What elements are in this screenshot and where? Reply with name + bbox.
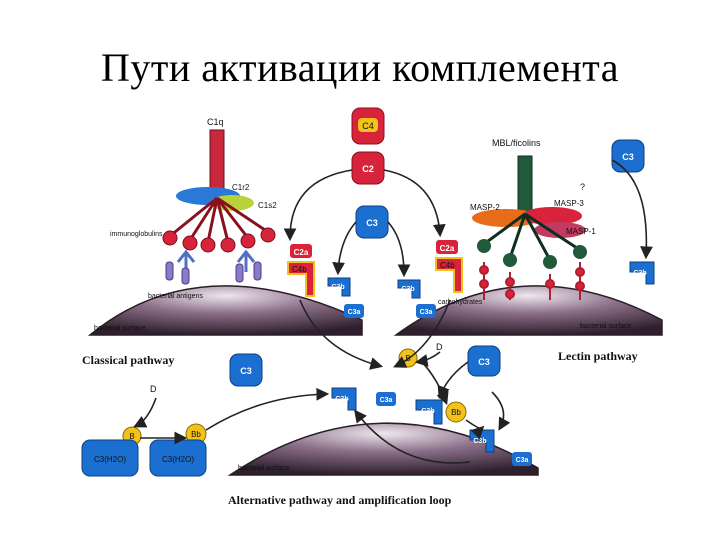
c3b-label-classical: C3b: [331, 284, 344, 291]
c3a-label-classical: C3a: [348, 309, 361, 316]
c3h2o-label-2: C3(H2O): [162, 455, 194, 464]
bacterial-surface-label-1: bacterial surface: [94, 325, 145, 332]
mbl-heads: [477, 239, 587, 269]
bacterial-antigens: [165, 261, 262, 285]
c3h2o-label-1: C3(H2O): [94, 455, 126, 464]
c3-box-center: [467, 345, 501, 377]
c1q-label: C1q: [207, 117, 224, 127]
c1q-arms: [169, 196, 269, 243]
bacterial-surface-label-2: bacterial surface: [580, 323, 631, 330]
c3b-classical: [327, 277, 351, 297]
immunoglobulins-label: immunoglobulins: [110, 231, 163, 238]
c4b-lectin: [435, 257, 463, 293]
c3a-label-lectin: C3a: [420, 309, 433, 316]
masp3-label: MASP-3: [554, 199, 584, 208]
c3-label-top: C3: [366, 218, 378, 228]
bacterial-antigens-label: bacterial antigens: [148, 293, 203, 300]
c3a-lectin: [416, 304, 436, 318]
c2a-label-classical: C2a: [294, 248, 309, 257]
mbl-stalk: [517, 155, 533, 217]
c1q-stalk: [209, 129, 225, 193]
c2a-label-lectin: C2a: [440, 244, 455, 253]
c1q-heads: [162, 227, 276, 253]
factor-bb-label-left: Bb: [191, 430, 201, 439]
c3-box-alt: [229, 353, 263, 387]
masp1-label: MASP-1: [566, 227, 596, 236]
c2a-lectin: [436, 240, 458, 254]
factor-bb-label-center: Bb: [451, 408, 461, 417]
c3-label-center: C3: [478, 357, 490, 367]
c3b-right: [629, 261, 655, 285]
c4b-classical: [287, 261, 315, 297]
c1r2-label: C1r2: [232, 183, 250, 192]
d-label-left: D: [150, 384, 157, 394]
masp2-label: MASP-2: [470, 203, 500, 212]
c3b-label-right: C3b: [633, 270, 646, 277]
factor-b-label-left: B: [129, 432, 134, 441]
lectin-pathway-label: Lectin pathway: [558, 349, 638, 363]
c4b-label-lectin: C4b: [440, 261, 455, 270]
factor-bb-center: [445, 401, 467, 423]
c3a-label-alt-2: C3a: [516, 457, 529, 464]
question-label: ?: [580, 182, 585, 192]
c3b-label-lectin: C3b: [401, 286, 414, 293]
c3b-label-alt-2: C3b: [421, 408, 434, 415]
carbohydrate-chains: [479, 262, 585, 300]
arrows: [133, 159, 653, 464]
c3b-lectin: [397, 279, 421, 299]
c3a-alt-1: [376, 392, 396, 406]
d-label-center: D: [436, 342, 443, 352]
c3b-label-alt-1: C3b: [335, 396, 348, 403]
c2-box: [351, 151, 385, 185]
mbl-arms: [483, 212, 581, 261]
c3b-label-alt-3: C3b: [473, 438, 486, 445]
c3-label-alt: C3: [240, 366, 252, 376]
c3a-classical: [344, 304, 364, 318]
masp1-blob: [534, 222, 586, 238]
c3a-label-alt-1: C3a: [380, 397, 393, 404]
classical-pathway-label: Classical pathway: [82, 353, 174, 367]
c3b-alt-1: [331, 387, 357, 411]
c3-label-right: C3: [622, 152, 634, 162]
c3a-alt-2: [512, 452, 532, 466]
alternative-pathway-label: Alternative pathway and amplification lo…: [228, 493, 452, 507]
c3h2o-box-1: [81, 439, 139, 477]
c4b-label-classical: C4b: [292, 265, 307, 274]
slide-title: Пути активации комплемента: [101, 45, 619, 90]
carbohydrates-label: carbohydrates: [438, 299, 483, 306]
c1s2-label: C1s2: [258, 201, 277, 210]
c2a-classical: [290, 244, 312, 258]
bacterial-surface-label-3: bacterial surface: [238, 465, 289, 472]
mbl-label: MBL/ficolins: [492, 138, 541, 148]
c4-label: C4: [362, 121, 374, 131]
c2-label: C2: [362, 164, 374, 174]
